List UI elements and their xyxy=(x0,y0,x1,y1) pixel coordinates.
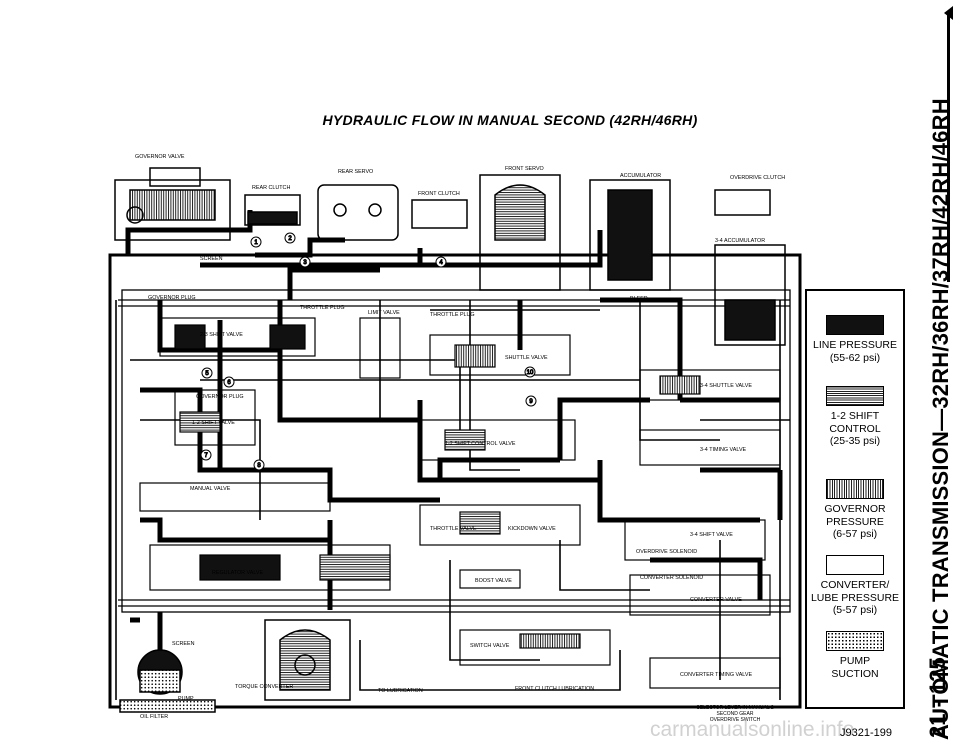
legend-swatch-blank xyxy=(826,555,884,575)
label-converter-solenoid: CONVERTER SOLENOID xyxy=(640,575,703,581)
label-shift-23: 2-3 SHIFT VALVE xyxy=(200,332,243,338)
secondary-passages xyxy=(115,300,790,700)
label-manual-valve: MANUAL VALVE xyxy=(190,486,231,492)
legend-item-shift-control: 1-2 SHIFT CONTROL (25-35 psi) xyxy=(807,386,903,448)
label-converter-timing: CONVERTER TIMING VALVE xyxy=(680,672,752,678)
component-labels: GOVERNOR VALVE REAR SERVO REAR CLUTCH FR… xyxy=(135,154,785,720)
pressure-legend: LINE PRESSURE (55-62 psi) 1-2 SHIFT CONT… xyxy=(805,289,905,709)
circle-marker-number: 3 xyxy=(303,260,307,266)
page-arrow-icon xyxy=(944,6,953,20)
label-shift-12: 1-2 SHIFT VALVE xyxy=(192,420,235,426)
label-throttle-plug-2: THROTTLE PLUG xyxy=(430,312,475,318)
label-shuttle-34: 3-4 SHUTTLE VALVE xyxy=(700,383,752,389)
overdrive-clutch-body xyxy=(714,189,771,216)
label-torque-converter: TORQUE CONVERTER xyxy=(235,684,293,690)
label-front-clutch: FRONT CLUTCH xyxy=(418,191,460,197)
label-governor-plug: GOVERNOR PLUG xyxy=(148,295,196,301)
circle-marker-number: 1 xyxy=(254,240,258,246)
rear-clutch-body xyxy=(244,194,301,226)
watermark-text: carmanualsonline.info xyxy=(650,718,855,741)
accumulator-body xyxy=(589,179,671,291)
front-servo-body xyxy=(479,174,561,291)
legend-label: CONVERTER/ LUBE PRESSURE (5-57 psi) xyxy=(810,579,900,616)
label-screen-top: SCREEN xyxy=(200,256,223,262)
circle-markers: 1 2 3 4 5 6 7 8 9 10 xyxy=(200,232,537,471)
circle-marker-number: 2 xyxy=(288,236,292,242)
legend-item-converter: CONVERTER/ LUBE PRESSURE (5-57 psi) xyxy=(807,555,903,617)
governor-valve-body xyxy=(114,167,231,241)
outer-channels xyxy=(108,253,802,709)
label-kickdown-valve: KICKDOWN VALVE xyxy=(508,526,556,532)
circle-marker-number: 7 xyxy=(204,453,208,459)
rear-servo-body xyxy=(317,184,399,241)
pump-assembly xyxy=(119,612,216,713)
legend-swatch-solid xyxy=(826,315,884,335)
figure-id: J9321-199 xyxy=(840,727,892,739)
legend-label: PUMP SUCTION xyxy=(831,655,879,680)
label-converter-valve: CONVERTER VALVE xyxy=(690,597,742,603)
label-throttle-plug: THROTTLE PLUG xyxy=(300,305,345,311)
diagram-title: HYDRAULIC FLOW IN MANUAL SECOND (42RH/46… xyxy=(322,112,698,128)
label-regulator-valve: REGULATOR VALVE xyxy=(212,570,264,576)
label-oil-filter: OIL FILTER xyxy=(140,714,168,720)
legend-item-governor: GOVERNOR PRESSURE (6-57 psi) xyxy=(807,479,903,541)
legend-label: LINE PRESSURE (55-62 psi) xyxy=(812,339,898,364)
label-shuttle-valve: SHUTTLE VALVE xyxy=(505,355,548,361)
front-clutch-body xyxy=(411,199,468,229)
legend-label: 1-2 SHIFT CONTROL (25-35 psi) xyxy=(829,410,881,447)
legend-swatch-dots xyxy=(826,631,884,651)
header-rule xyxy=(947,14,950,282)
legend-item-pump-suction: PUMP SUCTION xyxy=(807,631,903,680)
label-bleed: BLEED xyxy=(630,296,648,302)
label-switch-valve: SWITCH VALVE xyxy=(470,643,510,649)
label-front-clutch-lube: FRONT CLUTCH LUBRICATION xyxy=(515,686,594,692)
label-limit-valve: LIMIT VALVE xyxy=(368,310,400,316)
legend-label: GOVERNOR PRESSURE (6-57 psi) xyxy=(824,503,886,540)
label-accumulator: ACCUMULATOR xyxy=(620,173,661,179)
label-pump: PUMP xyxy=(178,696,194,702)
label-overdrive-solenoid: OVERDRIVE SOLENOID xyxy=(636,549,697,555)
circle-marker-number: 5 xyxy=(205,371,209,377)
label-boost-valve: BOOST VALVE xyxy=(475,578,512,584)
label-rear-servo: REAR SERVO xyxy=(338,169,373,175)
circle-marker-number: 10 xyxy=(527,370,534,376)
label-shift-34: 3-4 SHIFT VALVE xyxy=(690,532,733,538)
label-front-servo: FRONT SERVO xyxy=(505,166,544,172)
circle-marker-number: 6 xyxy=(227,380,231,386)
label-throttle-valve: THROTTLE VALVE xyxy=(430,526,477,532)
selector-caption: SELECTOR LEVER IN MANUAL 2 SECOND GEAR O… xyxy=(696,705,774,723)
circle-marker-number: 4 xyxy=(439,260,443,266)
label-governor-plug-2: GOVERNOR PLUG xyxy=(196,394,244,400)
label-shift-control-12: 1-2 SHIFT CONTROL VALVE xyxy=(445,441,516,447)
legend-item-line-pressure: LINE PRESSURE (55-62 psi) xyxy=(807,315,903,364)
legend-swatch-vertical-stripes xyxy=(826,479,884,499)
circle-marker-number: 9 xyxy=(529,399,533,405)
circle-marker-number: 8 xyxy=(257,463,261,469)
accumulator-34-body xyxy=(714,244,786,346)
label-to-lubrication: TO LUBRICATION xyxy=(378,688,423,694)
label-accumulator-34: 3-4 ACCUMULATOR xyxy=(715,238,765,244)
legend-swatch-horizontal-stripes xyxy=(826,386,884,406)
valve-spools xyxy=(139,317,781,689)
label-overdrive-clutch: OVERDRIVE CLUTCH xyxy=(730,175,785,181)
torque-converter-body xyxy=(264,619,351,701)
label-timing-34: 3-4 TIMING VALVE xyxy=(700,447,747,453)
label-governor-valve: GOVERNOR VALVE xyxy=(135,154,185,160)
label-rear-clutch: REAR CLUTCH xyxy=(252,185,290,191)
label-screen-bottom: SCREEN xyxy=(172,641,195,647)
